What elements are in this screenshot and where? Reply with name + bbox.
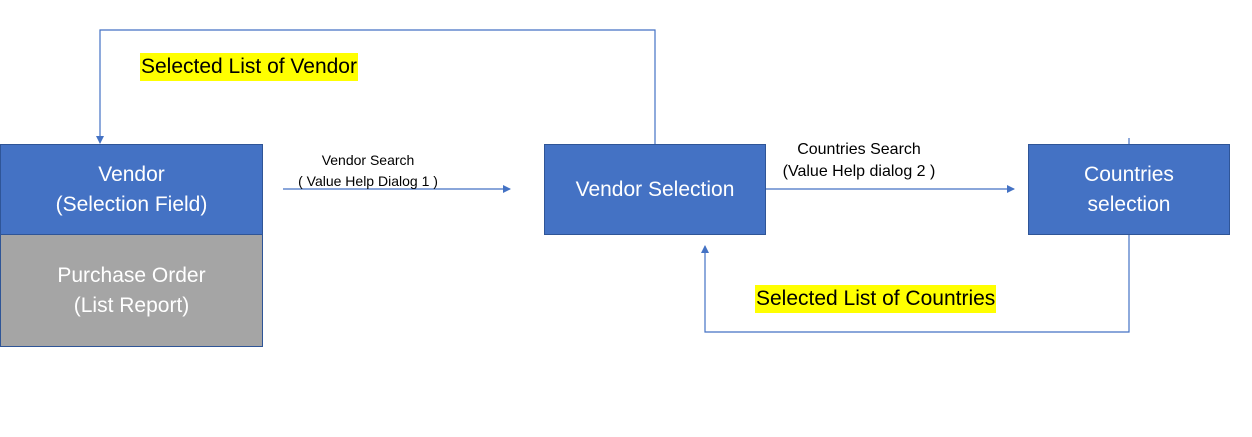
- vendor-selection-field-box: Vendor (Selection Field): [0, 144, 263, 235]
- purchase-order-title: Purchase Order: [57, 263, 206, 287]
- countries-search-subtitle: (Value Help dialog 2 ): [782, 163, 936, 180]
- selected-countries-label: Selected List of Countries: [755, 285, 997, 313]
- countries-search-label: Countries Search (Value Help dialog 2 ): [765, 139, 953, 183]
- vendor-search-subtitle: ( Value Help Dialog 1 ): [298, 173, 438, 189]
- vendor-selection-title: Vendor Selection: [575, 177, 735, 201]
- countries-selection-box: Countries selection: [1028, 144, 1230, 235]
- vendor-selection-box: Vendor Selection: [544, 144, 766, 235]
- purchase-order-list-report-box: Purchase Order (List Report): [0, 235, 263, 347]
- vendor-search-label: Vendor Search ( Value Help Dialog 1 ): [283, 150, 453, 192]
- countries-search-title: Countries Search: [797, 141, 921, 158]
- selected-vendor-return-arrow: [96, 29, 656, 144]
- selected-vendor-label: Selected List of Vendor: [140, 53, 358, 81]
- vendor-box-title: Vendor: [98, 162, 165, 186]
- countries-box-title: Countries: [1084, 162, 1174, 186]
- countries-box-subtitle: selection: [1087, 192, 1171, 216]
- purchase-order-subtitle: (List Report): [73, 293, 190, 317]
- vendor-box-subtitle: (Selection Field): [55, 192, 208, 216]
- selected-countries-return-arrow: [701, 235, 1130, 333]
- vendor-search-title: Vendor Search: [321, 152, 415, 168]
